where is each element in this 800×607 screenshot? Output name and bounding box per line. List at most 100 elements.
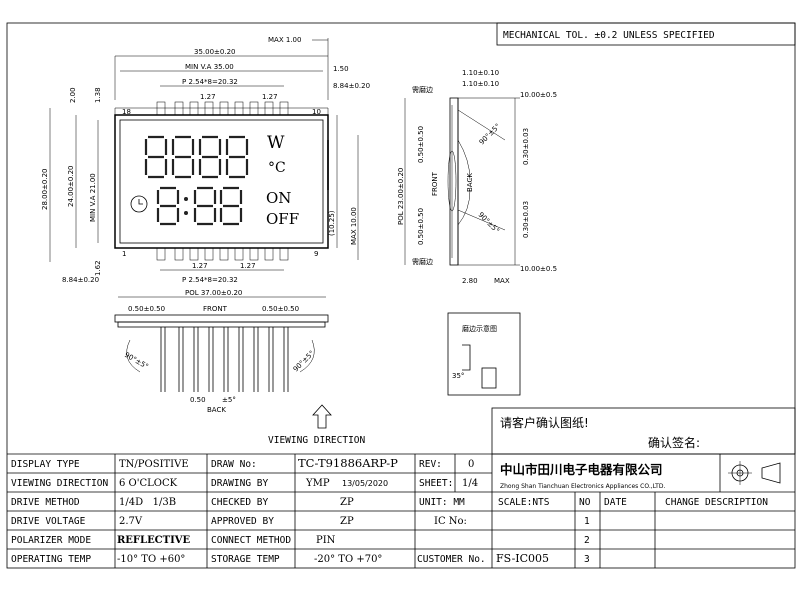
drive-voltage-value: 2.7V xyxy=(119,516,143,527)
lcd-on-label: ON xyxy=(266,189,291,207)
digits-top xyxy=(144,135,249,179)
side-dim-max: MAX xyxy=(494,277,510,285)
drawing-by-label: DRAWING BY xyxy=(211,478,268,489)
grind-detail: 磨边示意图 35° xyxy=(447,312,521,396)
row-1-no: 1 xyxy=(584,516,590,527)
grind-angle: 35° xyxy=(452,372,464,380)
row-2-no: 2 xyxy=(584,535,590,546)
dim-back: BACK xyxy=(207,406,226,414)
dim-162: 1.62 xyxy=(94,260,102,276)
side-back-label: BACK xyxy=(466,173,474,192)
tolerance-text: MECHANICAL TOL. ±0.2 UNLESS SPECIFIED xyxy=(503,30,715,41)
lcd-glass xyxy=(114,114,329,249)
viewing-direction-arrow xyxy=(312,404,332,429)
tolerance-box xyxy=(496,22,796,46)
dim-5-degree: ±5° xyxy=(222,396,236,404)
checked-by-label: CHECKED BY xyxy=(211,497,268,508)
approved-by-value: ZP xyxy=(340,516,354,527)
side-dim-030-a: 0.30±0.03 xyxy=(522,128,530,165)
dim-pitch-bottom: P 2.54*8=20.32 xyxy=(182,276,238,284)
side-dim-050-a: 0.50±0.50 xyxy=(417,126,425,163)
pin-label-18: 18 xyxy=(122,108,131,116)
row-3-no: 3 xyxy=(584,554,590,565)
rev-value: 0 xyxy=(468,459,474,470)
projection-symbol-icon xyxy=(728,461,781,485)
side-view: 1.10±0.10 1.10±0.10 10.00±0.5 10.00±0.5 … xyxy=(397,69,557,285)
dim-884-left: 8.84±0.20 xyxy=(62,276,99,284)
dim-127-a: 1.27 xyxy=(200,93,216,101)
dim-884-right: 8.84±0.20 xyxy=(333,82,370,90)
polarizer-label: POLARIZER MODE xyxy=(11,535,91,546)
viewing-direction-row-label: VIEWING DIRECTION xyxy=(11,478,109,489)
top-pins xyxy=(156,101,289,116)
customer-no-value: FS-IC005 xyxy=(496,552,549,565)
dim-front: FRONT xyxy=(203,305,228,313)
dim-050-right: 0.50±0.50 xyxy=(262,305,299,313)
date-header: DATE xyxy=(604,497,627,508)
display-type-label: DISPLAY TYPE xyxy=(11,459,80,470)
company-name-cn: 中山市田川电子电器有限公司 xyxy=(500,462,663,477)
dim-max-1: MAX 1.00 xyxy=(268,36,301,44)
side-angle-a: 90°±5° xyxy=(478,122,502,146)
dim-127-d: 1.27 xyxy=(240,262,256,270)
dim-max-10: MAX 10.00 xyxy=(350,207,358,245)
side-dim-030-b: 0.30±0.03 xyxy=(522,201,530,238)
draw-no-label: DRAW No: xyxy=(211,459,257,470)
scale-label: SCALE:NTS xyxy=(498,497,550,508)
side-front-label: FRONT xyxy=(431,171,439,196)
dim-127-c: 1.27 xyxy=(192,262,208,270)
operating-temp-value: -10° TO +60° xyxy=(117,554,185,565)
dim-width-35: 35.00±0.20 xyxy=(194,48,236,56)
dim-min-va-21: MIN V.A 21.00 xyxy=(89,173,97,222)
lcd-w-symbol: W xyxy=(267,133,285,153)
storage-temp-value: -20° TO +70° xyxy=(314,554,382,565)
dim-pol-37: POL 37.00±0.20 xyxy=(185,289,242,297)
dim-138: 1.38 xyxy=(94,87,102,103)
drawing-date: 13/05/2020 xyxy=(342,479,388,488)
connect-method-value: PIN xyxy=(316,535,336,546)
lcd-off-label: OFF xyxy=(266,210,299,228)
storage-temp-label: STORAGE TEMP xyxy=(211,554,280,565)
pin-label-9: 9 xyxy=(314,250,318,258)
side-dim-280: 2.80 xyxy=(462,277,478,285)
pin-label-1: 1 xyxy=(122,250,126,258)
dim-min-va-35: MIN V.A 35.00 xyxy=(185,63,234,71)
checked-by-value: ZP xyxy=(340,497,354,508)
title-block: DISPLAY TYPE TN/POSITIVE VIEWING DIRECTI… xyxy=(7,453,795,568)
dim-050-bottom: 0.50 xyxy=(190,396,206,404)
side-dim-1005-a: 10.00±0.5 xyxy=(520,91,557,99)
bottom-glass-back xyxy=(117,321,326,328)
customer-no-label: CUSTOMER No. xyxy=(417,554,486,565)
viewing-direction-value: 6 O'CLOCK xyxy=(119,478,178,489)
no-header: NO xyxy=(579,497,591,508)
dim-angle-right: 90°±5° xyxy=(292,349,316,373)
drive-method-label: DRIVE METHOD xyxy=(11,497,80,508)
side-dim-pol-23: POL 23.00±0.20 xyxy=(397,168,405,225)
dim-angle-left: 90°±5° xyxy=(123,351,150,371)
side-dim-110-b: 1.10±0.10 xyxy=(462,80,499,88)
side-angle-b: 90°±5° xyxy=(477,211,501,235)
viewing-direction-label: VIEWING DIRECTION xyxy=(268,435,366,446)
digits-bottom xyxy=(156,186,243,226)
dim-height-28: 28.00±0.20 xyxy=(41,169,49,211)
confirm-line-1: 请客户确认图纸! xyxy=(500,415,589,430)
drive-method-value: 1/4D 1/3B xyxy=(119,497,176,508)
bottom-view-pins xyxy=(160,327,289,392)
confirm-line-2: 确认签名: xyxy=(648,435,700,450)
sheet-label: SHEET: xyxy=(419,478,453,489)
dim-1025: (10.25) xyxy=(328,210,336,236)
dim-050-left: 0.50±0.50 xyxy=(128,305,165,313)
bottom-view: POL 37.00±0.20 0.50±0.50 FRONT 0.50±0.50… xyxy=(114,289,329,414)
side-dim-1005-b: 10.00±0.5 xyxy=(520,265,557,273)
front-view: 18 10 1 9 W °C ON OFF 35.00±0.20 xyxy=(41,36,370,284)
change-description-header: CHANGE DESCRIPTION xyxy=(665,497,768,508)
display-type-value: TN/POSITIVE xyxy=(119,459,189,470)
drawing-by-value: YMP xyxy=(305,478,330,489)
company-name-en: Zhong Shan Tianchuan Electronics Applian… xyxy=(500,483,665,490)
confirm-box xyxy=(491,407,796,455)
draw-no-value: TC-T91886ARP-P xyxy=(298,456,398,470)
sheet-border xyxy=(6,22,796,569)
bottom-glass-front xyxy=(114,314,329,323)
grind-detail-title: 磨边示意图 xyxy=(462,324,497,333)
